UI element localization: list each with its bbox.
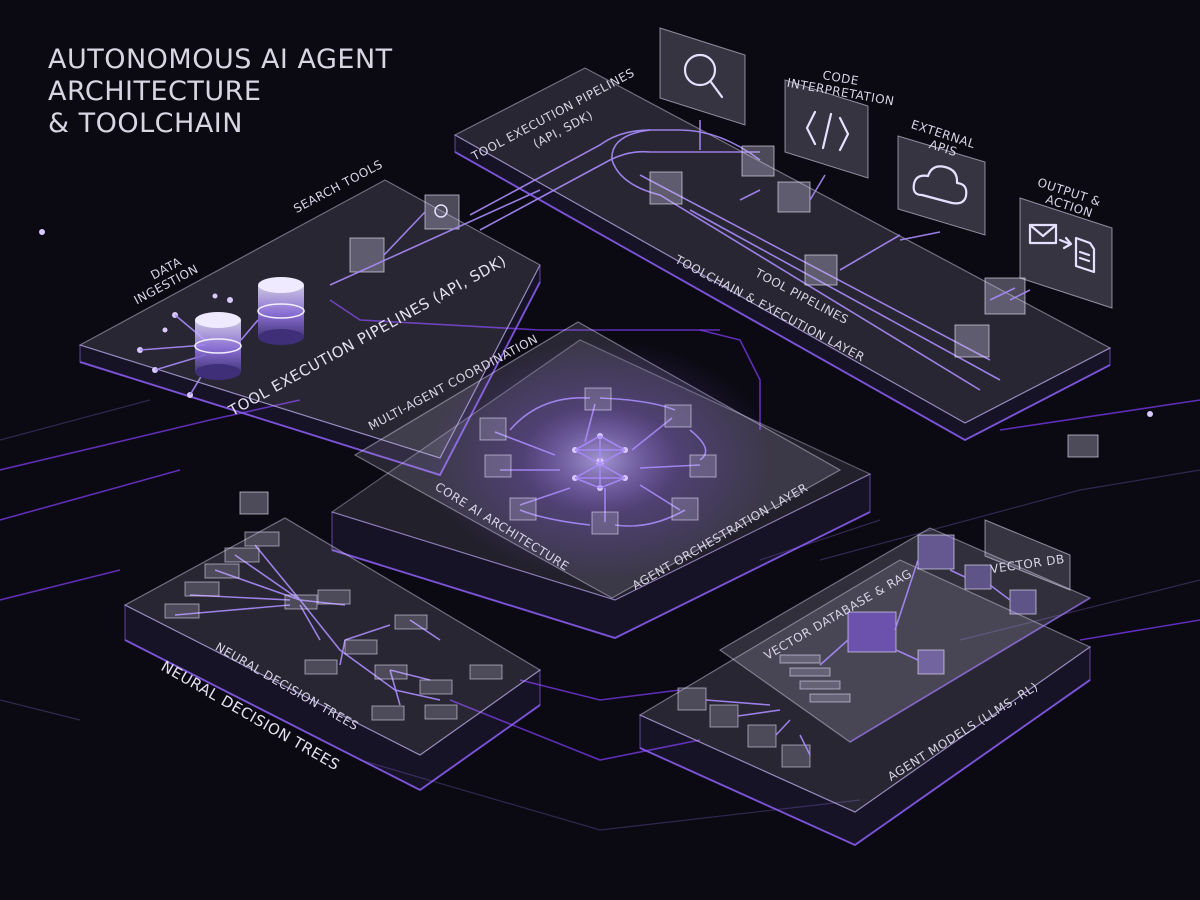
title-line-3: & TOOLCHAIN: [48, 108, 243, 139]
title-line-1: AUTONOMOUS AI AGENT: [48, 44, 393, 75]
search-card: [659, 27, 746, 126]
code-brackets-icon: [805, 110, 850, 152]
search-tool-cubes: [329, 189, 541, 286]
agent-node-8: [671, 497, 699, 521]
vector-db-tab: [984, 519, 1071, 591]
agent-node-1: [479, 417, 507, 441]
magnifier-icon: [683, 53, 724, 99]
agent-model-nodes: [677, 687, 811, 768]
agent-node-4: [484, 454, 512, 478]
decision-trees-plate: [123, 517, 542, 792]
code-interpretation-card: [784, 79, 869, 179]
floating-chips: [39, 229, 1153, 515]
card-connectors: [699, 120, 1031, 301]
database-cylinder-1: [194, 312, 242, 380]
central-neural-hub: [572, 433, 628, 491]
mail-to-document-icon: [1028, 223, 1096, 274]
vector-store-blocks: [779, 534, 1037, 703]
diagram-title: AUTONOMOUS AI AGENT ARCHITECTURE & TOOLC…: [48, 44, 393, 140]
external-apis-card: [897, 135, 986, 236]
db-link: [240, 319, 259, 341]
decision-tree-graph: [164, 531, 503, 721]
cloud-icon: [912, 165, 968, 205]
agent-node-6: [509, 497, 537, 521]
data-ingestion-nodes: [137, 293, 233, 398]
agent-models-plate: [638, 559, 1092, 847]
agent-node-3: [664, 404, 692, 428]
agent-node-2: [584, 387, 612, 411]
title-line-2: ARCHITECTURE: [48, 76, 262, 107]
background-circuit-traces: [0, 299, 1200, 831]
output-action-card: [1019, 197, 1113, 309]
pipeline-tracks: [469, 129, 1026, 391]
database-cylinder-2: [257, 277, 305, 345]
agent-node-5: [689, 454, 717, 478]
code-interpretation-label-1: CODE: [821, 68, 860, 88]
agent-network: [479, 387, 717, 535]
agent-node-7: [591, 511, 619, 535]
